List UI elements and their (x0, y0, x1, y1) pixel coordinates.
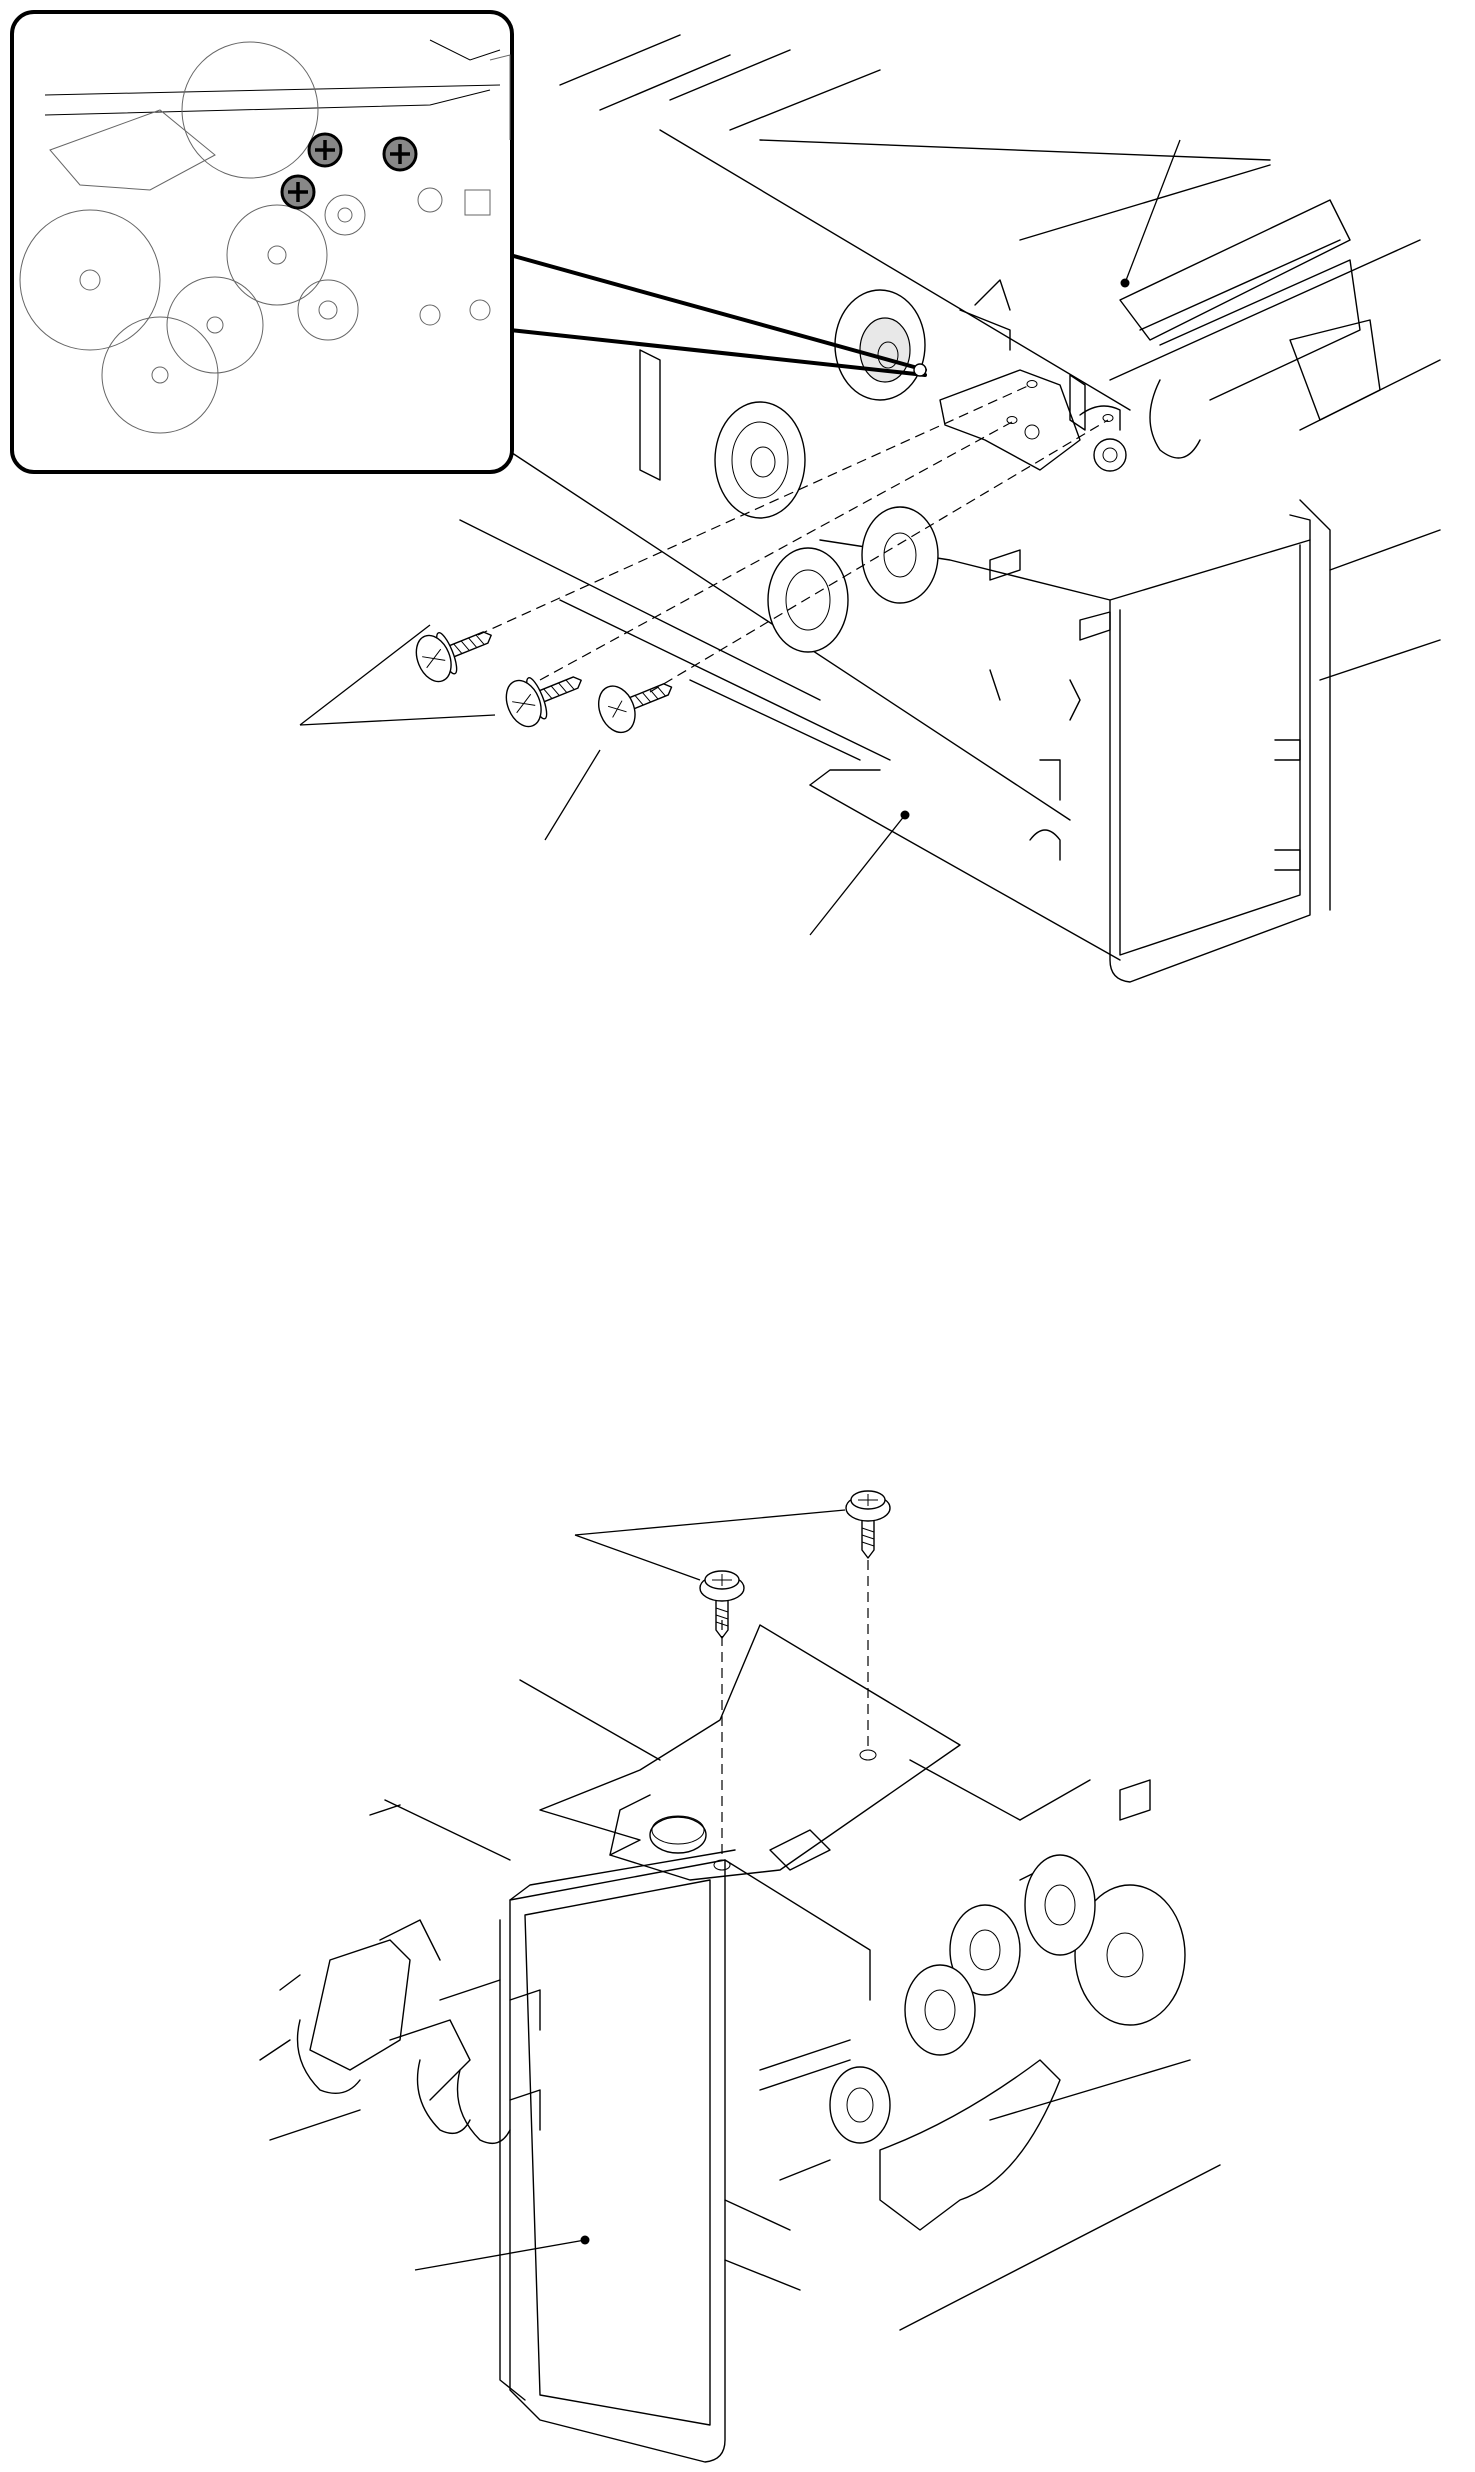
inset-screw-3 (280, 174, 316, 210)
top-screw-paths (477, 384, 1109, 693)
leader-dot-bracket (580, 2235, 590, 2245)
screw-1 (415, 631, 492, 683)
leader-dot-lower (900, 810, 910, 820)
top-right-assembly (1079, 199, 1381, 472)
detail-inset (10, 10, 514, 474)
bottom-screws (699, 1490, 891, 1639)
top-leaders (299, 139, 1181, 936)
bottom-frame-lines (259, 1679, 1221, 2331)
knob-top (649, 1816, 707, 1854)
bottom-figure (259, 1490, 1221, 2463)
top-frame-lines (459, 34, 1441, 821)
bottom-screw-paths (721, 1560, 869, 1860)
leader-dot-upper (1120, 278, 1130, 288)
bottom-gears (759, 1779, 1186, 2231)
top-gears (714, 289, 1111, 653)
top-figure (10, 10, 1441, 983)
top-loose-screws (415, 631, 673, 734)
bottom-leaders (414, 1509, 846, 2271)
bottom-front-bracket (499, 1849, 871, 2463)
top-mount-bracket (939, 369, 1114, 471)
inset-connector (508, 253, 927, 377)
inset-screw-2 (382, 136, 418, 172)
inset-screw-1 (307, 132, 343, 168)
bottom-screw-2 (845, 1490, 891, 1559)
screw-2 (505, 676, 582, 728)
pulley-small-right (1093, 438, 1127, 472)
bottom-screw-1 (699, 1570, 745, 1639)
bottom-top-plate (539, 1624, 1021, 1881)
screw-3 (598, 683, 673, 734)
bottom-left-assembly (296, 1919, 511, 2144)
top-chassis (639, 279, 1331, 983)
